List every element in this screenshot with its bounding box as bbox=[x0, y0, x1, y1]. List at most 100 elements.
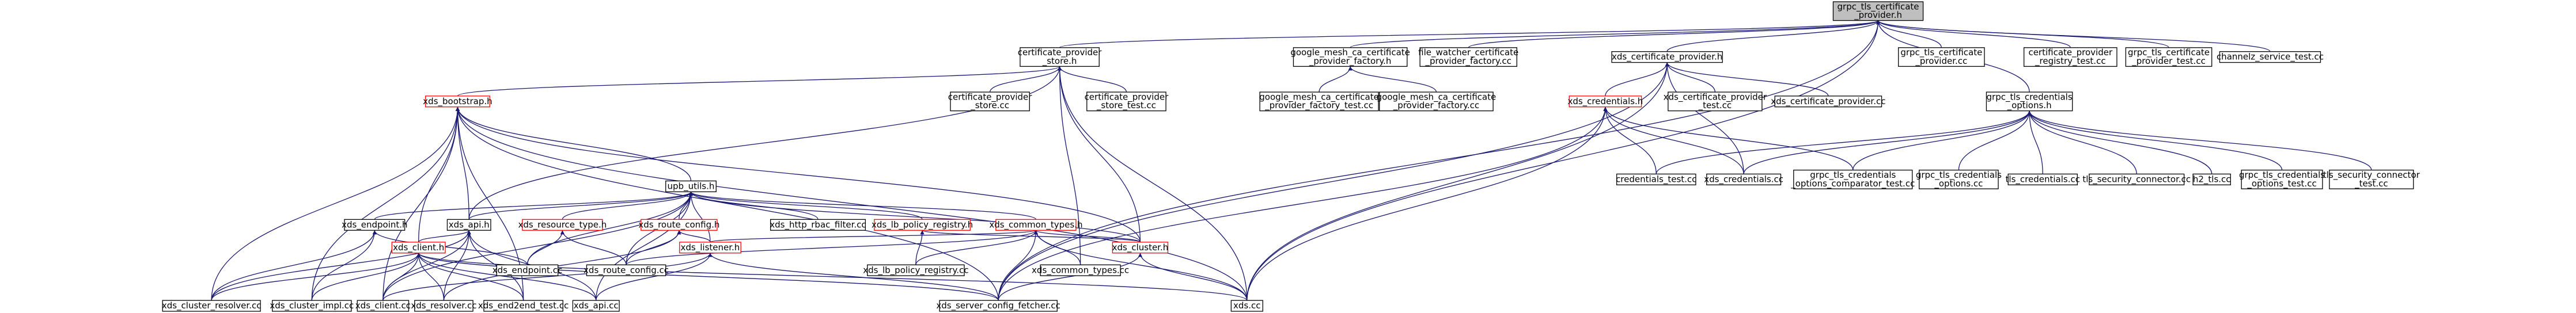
node-box bbox=[641, 219, 718, 231]
edge-tlssct_cc-to-gtco_h bbox=[2027, 110, 2372, 170]
node-label-line: grpc_tls_credentials bbox=[1810, 170, 1896, 181]
node-label-line: xds_route_config.cc bbox=[584, 265, 669, 276]
node-box bbox=[2219, 51, 2321, 63]
node-box bbox=[272, 300, 352, 312]
node-label-line: xds_common_types.cc bbox=[1032, 265, 1129, 276]
edge-xep_cc-to-upb_h bbox=[526, 192, 693, 265]
edge-xclu_h-to-xb_h bbox=[456, 106, 1141, 242]
node-gtco-h[interactable]: grpc_tls_credentials_options.h bbox=[1986, 91, 2073, 112]
edge-xclient_cc-to-xcl_h bbox=[382, 253, 421, 301]
node-box bbox=[995, 219, 1077, 231]
node-xlpr-h[interactable]: xds_lb_policy_registry.h bbox=[872, 219, 973, 231]
edge-gmca_cc-to-gmca_h bbox=[1348, 66, 1437, 93]
node-xe2e-cc[interactable]: xds_end2end_test.cc bbox=[478, 300, 569, 312]
edge-gmcat_cc-to-gmca_h bbox=[1319, 66, 1353, 93]
node-gmca-h[interactable]: google_mesh_ca_certificate_provider_fact… bbox=[1290, 47, 1410, 67]
node-xep-h[interactable]: xds_endpoint.h bbox=[342, 219, 408, 231]
edge-xcr_cc-to-xep_h bbox=[211, 230, 377, 301]
node-label-line: xds_cluster_resolver.cc bbox=[162, 300, 262, 311]
edge-xcred_cc-to-xcp_h bbox=[1665, 62, 1744, 174]
node-cprt-cc[interactable]: certificate_provider_registry_test.cc bbox=[2023, 47, 2117, 67]
node-xcp-cc[interactable]: xds_certificate_provider.cc bbox=[1771, 96, 1886, 108]
node-tlscred-cc[interactable]: tls_credentials.cc bbox=[2006, 173, 2080, 185]
node-xep-cc[interactable]: xds_endpoint.cc bbox=[493, 264, 563, 276]
node-xrc-cc[interactable]: xds_route_config.cc bbox=[584, 264, 669, 276]
node-xcpt-cc[interactable]: xds_certificate_provider_test.cc bbox=[1664, 91, 1767, 112]
node-xcp-h[interactable]: xds_certificate_provider.h bbox=[1611, 51, 1723, 63]
node-box bbox=[665, 180, 717, 193]
node-xapi-cc[interactable]: xds_api.cc bbox=[572, 300, 620, 312]
edge-xds_cc-to-xb_h bbox=[456, 106, 1248, 301]
node-gtco-cc[interactable]: grpc_tls_credentials_options.cc bbox=[1916, 169, 2002, 189]
node-xres-cc[interactable]: xds_resolver.cc bbox=[411, 300, 476, 312]
node-xclu-h[interactable]: xds_cluster.h bbox=[1112, 242, 1169, 254]
node-tlssc-cc[interactable]: tls_security_connector.cc bbox=[2082, 173, 2191, 185]
node-label-line: grpc_tls_credentials bbox=[1987, 91, 2073, 102]
node-tlssct-cc[interactable]: tls_security_connector_test.cc bbox=[2323, 169, 2420, 189]
node-xrc-h[interactable]: xds_route_config.h bbox=[638, 219, 719, 231]
edge-xlpr_h-to-upb_h bbox=[689, 191, 923, 220]
node-label-line: _options.h bbox=[2007, 100, 2052, 111]
node-xhrf-cc[interactable]: xds_http_rbac_filter.cc bbox=[770, 219, 866, 231]
node-xclient-cc[interactable]: xds_client.cc bbox=[355, 300, 411, 312]
node-box bbox=[939, 300, 1058, 312]
edge-xcr_cc-to-xapi_h bbox=[211, 230, 471, 301]
node-xrt-h[interactable]: xds_resource_type.h bbox=[518, 219, 607, 231]
edge-xscf_cc-to-xct_h bbox=[998, 230, 1038, 301]
node-box bbox=[1668, 91, 1763, 112]
node-gmca-cc[interactable]: google_mesh_ca_certificate_provider_fact… bbox=[1377, 91, 1497, 112]
node-upb-h[interactable]: upb_utils.h bbox=[665, 180, 717, 193]
node-gtcpt-cc[interactable]: grpc_tls_certificate_provider_test.cc bbox=[2125, 47, 2213, 67]
node-label-line: xds_bootstrap.h bbox=[423, 96, 492, 107]
edge-credt_cc-to-xcred_h bbox=[1603, 106, 1657, 174]
node-box bbox=[1086, 91, 1166, 112]
edge-xscf_cc-to-xcp_h bbox=[998, 62, 1669, 301]
edge-cps_h-to-root bbox=[1059, 20, 1880, 48]
edge-xctc_cc-to-cps_h bbox=[1058, 66, 1081, 265]
node-xct-h[interactable]: xds_common_types.h bbox=[989, 219, 1082, 231]
edge-xep_cc-to-xep_h bbox=[372, 230, 528, 265]
node-xscf-cc[interactable]: xds_server_config_fetcher.cc bbox=[936, 300, 1060, 312]
node-xlpr-cc[interactable]: xds_lb_policy_registry.cc bbox=[863, 264, 968, 276]
node-label-line: google_mesh_ca_certificate bbox=[1259, 91, 1379, 102]
edge-xclient_cc-to-xl_h bbox=[382, 253, 713, 301]
node-label-line: xds_listener.h bbox=[681, 242, 740, 253]
edge-layer bbox=[211, 20, 2372, 301]
node-xb-h[interactable]: xds_bootstrap.h bbox=[423, 96, 493, 108]
node-fw-cc[interactable]: file_watcher_certificate_provider_factor… bbox=[1418, 47, 1518, 67]
node-label-line: xds_client.cc bbox=[355, 300, 411, 311]
edge-xrc_cc-to-xrc_h bbox=[626, 230, 681, 265]
node-h2tls-cc[interactable]: h2_tls.cc bbox=[2192, 173, 2231, 185]
node-credt-cc[interactable]: credentials_test.cc bbox=[1616, 173, 1696, 185]
node-box bbox=[1379, 91, 1494, 112]
node-root: grpc_tls_certificate_provider.h bbox=[1832, 1, 1924, 21]
node-xcred-cc[interactable]: xds_credentials.cc bbox=[1704, 173, 1783, 185]
node-gtcot-cc[interactable]: grpc_tls_credentials_options_test.cc bbox=[2239, 169, 2325, 189]
node-cps-cc[interactable]: certificate_provider_store.cc bbox=[948, 91, 1033, 112]
node-xapi-h[interactable]: xds_api.h bbox=[446, 219, 491, 231]
node-box bbox=[1040, 264, 1121, 276]
node-label-line: certificate_provider bbox=[1085, 91, 1169, 102]
node-box bbox=[2089, 173, 2185, 185]
edge-xep_h-to-upb_h bbox=[374, 191, 693, 220]
node-gmcat-cc[interactable]: google_mesh_ca_certificate_provider_fact… bbox=[1259, 91, 1379, 112]
node-gtcoct-cc[interactable]: grpc_tls_credentials_options_comparator_… bbox=[1790, 169, 1915, 189]
node-gtcp-cc[interactable]: grpc_tls_certificate_provider.cc bbox=[1898, 47, 1985, 67]
node-label-line: _store.cc bbox=[970, 100, 1009, 111]
edge-xct_h-to-upb_h bbox=[689, 191, 1037, 220]
node-xcl-h[interactable]: xds_client.h bbox=[391, 242, 446, 254]
node-xci-cc[interactable]: xds_cluster_impl.cc bbox=[270, 300, 354, 312]
node-label-line: _provider_factory.cc bbox=[1393, 100, 1479, 111]
node-label-line: xds_api.h bbox=[449, 219, 490, 230]
node-cps-h[interactable]: certificate_provider_store.h bbox=[1018, 47, 1103, 67]
node-xcr-cc[interactable]: xds_cluster_resolver.cc bbox=[162, 300, 262, 312]
node-box bbox=[770, 219, 866, 231]
node-cz-cc[interactable]: channelz_service_test.cc bbox=[2217, 51, 2324, 63]
node-xds-cc[interactable]: xds.cc bbox=[1230, 300, 1263, 312]
node-xl-h[interactable]: xds_listener.h bbox=[679, 242, 741, 254]
node-xcred-h[interactable]: xds_credentials.h bbox=[1567, 96, 1643, 108]
node-cpst-cc[interactable]: certificate_provider_store_test.cc bbox=[1085, 91, 1169, 112]
node-xctc-cc[interactable]: xds_common_types.cc bbox=[1032, 264, 1129, 276]
node-label-line: xds_endpoint.h bbox=[342, 219, 408, 230]
